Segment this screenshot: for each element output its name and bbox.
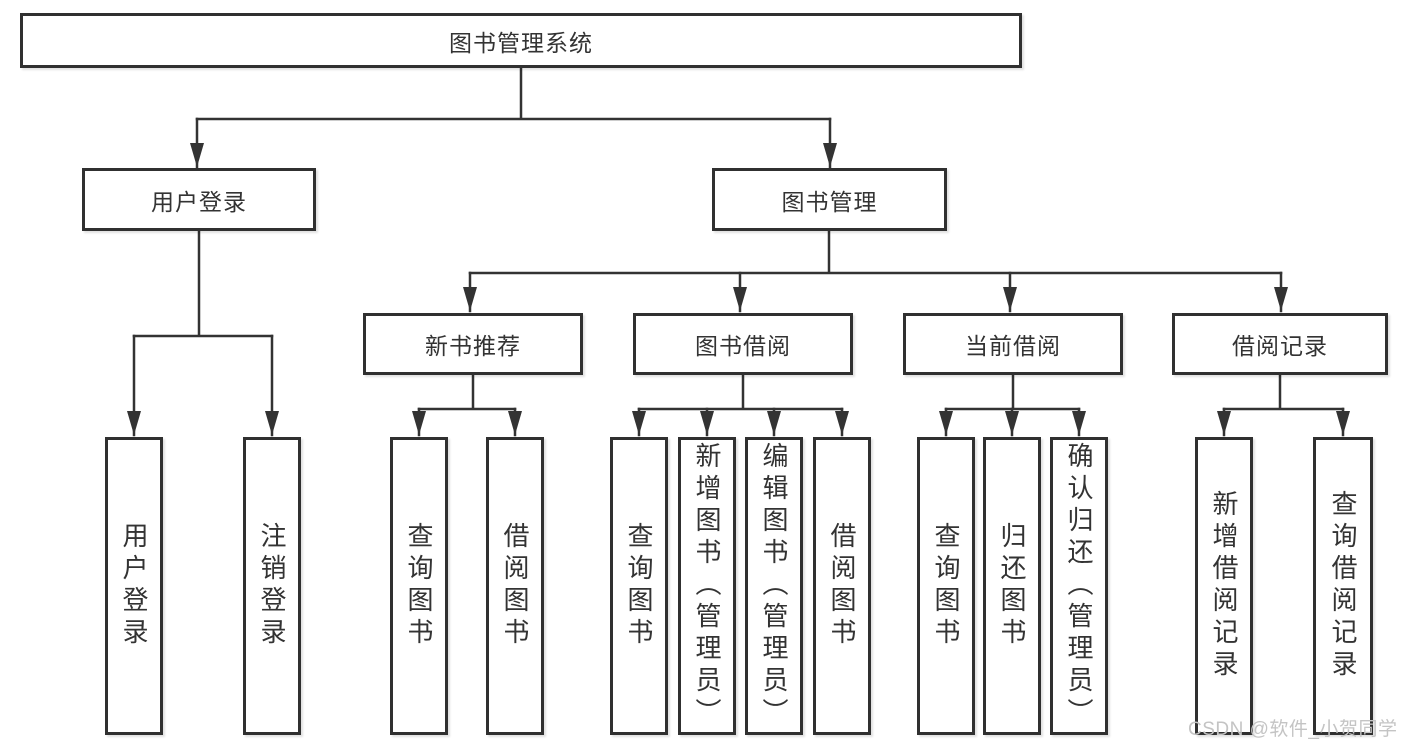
node-leaf-edit-books-admin: 编辑图书（管理员） bbox=[745, 437, 803, 735]
node-leaf-query-borrow-record: 查询借阅记录 bbox=[1313, 437, 1373, 735]
node-leaf-edit-books-admin-label: 编辑图书（管理员） bbox=[759, 442, 789, 730]
node-leaf-add-books-admin: 新增图书（管理员） bbox=[678, 437, 736, 735]
node-library-management-system-label: 图书管理系统 bbox=[449, 29, 593, 56]
node-leaf-logout: 注销登录 bbox=[243, 437, 301, 735]
node-book-borrowing-label: 图书借阅 bbox=[695, 333, 791, 359]
node-new-book-recommendation-label: 新书推荐 bbox=[425, 333, 521, 359]
node-user-login: 用户登录 bbox=[82, 168, 316, 231]
node-current-borrowing-label: 当前借阅 bbox=[965, 333, 1061, 359]
node-leaf-add-books-admin-label: 新增图书（管理员） bbox=[692, 442, 722, 730]
node-leaf-add-borrow-record-label: 新增借阅记录 bbox=[1209, 490, 1239, 682]
node-leaf-borrow-books-recommend: 借阅图书 bbox=[486, 437, 544, 735]
watermark: CSDN @软件_小贺同学 bbox=[1188, 719, 1398, 740]
node-leaf-query-borrow-record-label: 查询借阅记录 bbox=[1328, 490, 1358, 682]
node-leaf-borrow-books: 借阅图书 bbox=[813, 437, 871, 735]
node-user-login-label: 用户登录 bbox=[151, 188, 247, 215]
node-leaf-query-books-recommend-label: 查询图书 bbox=[404, 522, 434, 650]
node-leaf-query-books-borrowing-label: 查询图书 bbox=[624, 522, 654, 650]
node-book-management-label: 图书管理 bbox=[781, 188, 878, 215]
node-leaf-query-books-current-label: 查询图书 bbox=[931, 522, 961, 650]
node-leaf-query-books-recommend: 查询图书 bbox=[390, 437, 448, 735]
node-leaf-borrow-books-recommend-label: 借阅图书 bbox=[500, 522, 530, 650]
node-book-management: 图书管理 bbox=[712, 168, 947, 231]
node-leaf-query-books-current: 查询图书 bbox=[917, 437, 975, 735]
node-leaf-borrow-books-label: 借阅图书 bbox=[827, 522, 857, 650]
node-leaf-return-books-label: 归还图书 bbox=[997, 522, 1027, 650]
node-leaf-add-borrow-record: 新增借阅记录 bbox=[1195, 437, 1253, 735]
node-borrowing-records-label: 借阅记录 bbox=[1232, 333, 1328, 359]
node-leaf-query-books-borrowing: 查询图书 bbox=[610, 437, 668, 735]
node-book-borrowing: 图书借阅 bbox=[633, 313, 853, 375]
node-leaf-confirm-return-admin-label: 确认归还（管理员） bbox=[1064, 442, 1094, 730]
connector-trunks bbox=[132, 66, 1345, 411]
node-leaf-confirm-return-admin: 确认归还（管理员） bbox=[1050, 437, 1108, 735]
node-current-borrowing: 当前借阅 bbox=[903, 313, 1123, 375]
node-leaf-return-books: 归还图书 bbox=[983, 437, 1041, 735]
node-borrowing-records: 借阅记录 bbox=[1172, 313, 1388, 375]
node-leaf-logout-label: 注销登录 bbox=[257, 522, 287, 650]
node-leaf-user-login-label: 用户登录 bbox=[119, 522, 149, 650]
node-new-book-recommendation: 新书推荐 bbox=[363, 313, 583, 375]
node-leaf-user-login: 用户登录 bbox=[105, 437, 163, 735]
node-library-management-system: 图书管理系统 bbox=[20, 13, 1022, 68]
